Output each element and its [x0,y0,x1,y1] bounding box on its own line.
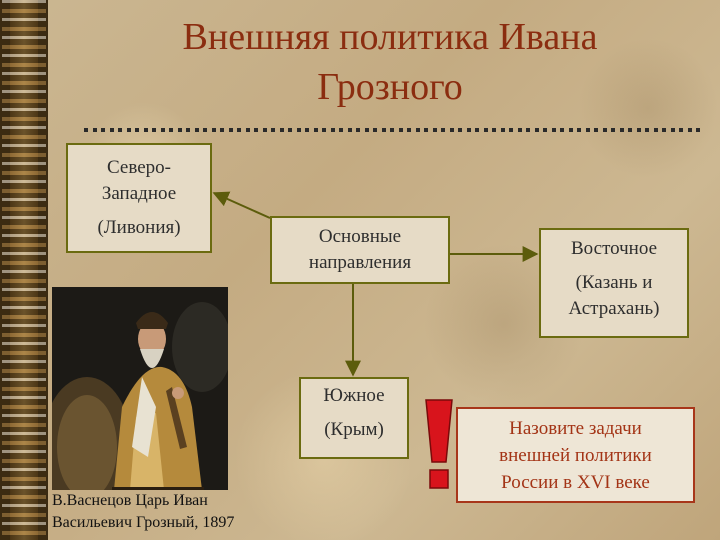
northwest-direction-box: Северо- Западное (Ливония) [66,143,212,253]
decorative-stripe [0,0,48,540]
title-line-2: Грозного [317,66,463,108]
center-line-1: Основные [318,226,402,247]
east-line-3: Астрахань) [568,298,660,319]
main-directions-box: Основные направления [270,216,450,284]
east-direction-box: Восточное (Казань и Астрахань) [539,228,689,338]
question-line-2: внешней политики [499,445,652,466]
dotted-divider [84,128,704,132]
northwest-line-2: Западное [101,183,177,204]
east-line-1: Восточное [570,238,658,259]
portrait-caption: В.Васнецов Царь Иван Васильевич Грозный,… [52,490,352,534]
question-line-3: России в XVI веке [501,472,650,493]
south-direction-box: Южное (Крым) [299,377,409,459]
question-box: Назовите задачи внешней политики России … [456,407,695,503]
exclamation-mark-icon [425,399,453,489]
center-line-2: направления [308,252,412,273]
caption-line-2: Васильевич Грозный, 1897 [52,514,235,531]
slide-title: Внешняя политика Ивана Грозного [60,12,720,112]
east-line-2: (Казань и [575,272,653,293]
northwest-line-3: (Ливония) [97,217,181,238]
portrait-image [52,287,228,490]
question-line-1: Назовите задачи [509,418,642,439]
northwest-line-1: Северо- [107,157,171,178]
caption-line-1: В.Васнецов Царь Иван [52,492,208,509]
arrow-to-northwest [212,191,271,219]
title-line-1: Внешняя политика Ивана [182,16,598,58]
south-line-2: (Крым) [324,419,384,440]
south-line-1: Южное [323,385,385,406]
